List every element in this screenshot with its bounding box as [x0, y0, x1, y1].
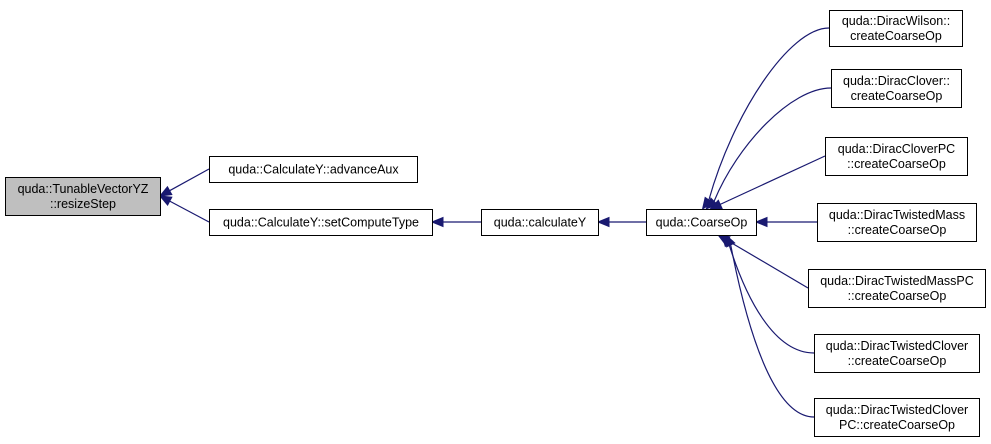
node-twistedMass[interactable]: quda::DiracTwistedMass::createCoarseOp: [817, 203, 977, 242]
node-label: ::createCoarseOp: [848, 354, 947, 368]
edge-coarseOp-to-calculateY: [596, 216, 646, 228]
node-twistedCloverPC[interactable]: quda::DiracTwistedCloverPC::createCoarse…: [814, 398, 980, 437]
node-setComputeType[interactable]: quda::CalculateY::setComputeType: [209, 209, 433, 236]
node-label: quda::DiracTwistedClover: [826, 339, 968, 353]
node-label: ::resizeStep: [50, 197, 116, 211]
node-label: quda::DiracTwistedMass: [829, 208, 965, 222]
node-label: quda::CoarseOp: [656, 216, 748, 230]
node-tunable[interactable]: quda::TunableVectorYZ::resizeStep: [5, 177, 161, 216]
node-label: quda::TunableVectorYZ: [18, 182, 149, 196]
node-label: quda::CalculateY::advanceAux: [228, 163, 399, 177]
node-label: ::createCoarseOp: [848, 223, 947, 237]
edge-twistedCloverPC-to-coarseOp: [725, 233, 815, 418]
edge-setComputeType-to-tunable: [158, 195, 210, 223]
node-label: PC::createCoarseOp: [839, 418, 955, 432]
edge-clover-to-coarseOp: [705, 87, 832, 210]
node-advanceAux[interactable]: quda::CalculateY::advanceAux: [209, 156, 418, 183]
edge-twistedMass-to-coarseOp: [754, 216, 817, 228]
node-label: quda::DiracTwistedMassPC: [820, 274, 974, 288]
node-label: ::createCoarseOp: [848, 289, 947, 303]
graph-nodes: quda::TunableVectorYZ::resizeStepquda::C…: [5, 10, 986, 437]
node-twistedMassPC[interactable]: quda::DiracTwistedMassPC::createCoarseOp: [808, 269, 986, 308]
node-label: ::createCoarseOp: [847, 157, 946, 171]
graph-edges: [158, 27, 832, 418]
edge-wilson-to-coarseOp: [701, 27, 830, 211]
node-coarseOp[interactable]: quda::CoarseOp: [646, 209, 757, 236]
node-label: createCoarseOp: [850, 29, 942, 43]
node-label: quda::calculateY: [494, 216, 587, 230]
edge-calculateY-to-setComputeType: [430, 216, 481, 228]
node-wilson[interactable]: quda::DiracWilson::createCoarseOp: [829, 10, 963, 47]
edge-twistedClover-to-coarseOp: [721, 233, 815, 354]
node-label: quda::DiracCloverPC: [838, 142, 955, 156]
node-label: quda::DiracWilson::: [842, 14, 950, 28]
node-label: quda::CalculateY::setComputeType: [223, 216, 419, 230]
node-label: createCoarseOp: [851, 89, 943, 103]
edge-cloverPC-to-coarseOp: [709, 155, 826, 210]
edge-advanceAux-to-tunable: [158, 168, 210, 197]
node-calculateY[interactable]: quda::calculateY: [481, 209, 599, 236]
node-cloverPC[interactable]: quda::DiracCloverPC::createCoarseOp: [825, 137, 968, 176]
node-label: quda::DiracTwistedClover: [826, 403, 968, 417]
node-clover[interactable]: quda::DiracClover::createCoarseOp: [831, 69, 962, 108]
node-label: quda::DiracClover::: [843, 74, 950, 88]
node-twistedClover[interactable]: quda::DiracTwistedClover::createCoarseOp: [814, 334, 980, 373]
